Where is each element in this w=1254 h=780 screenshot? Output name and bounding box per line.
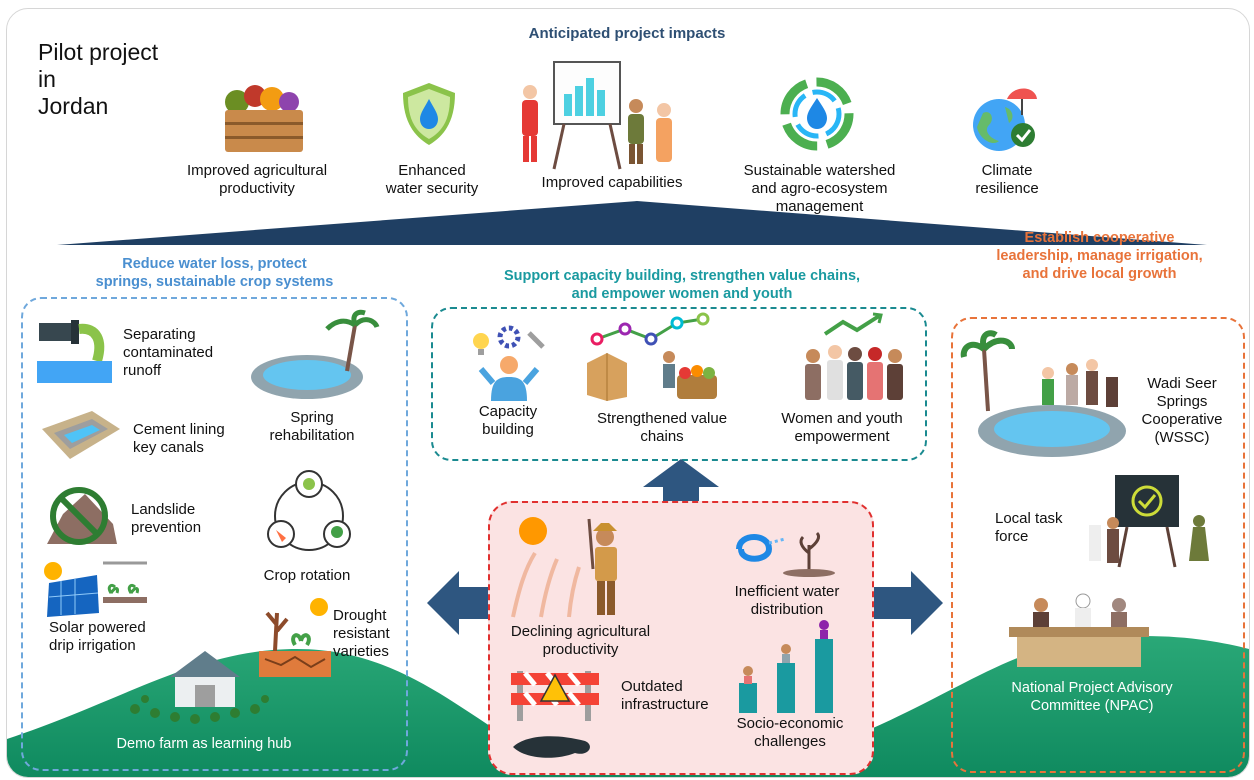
solar-panel-icon: [44, 561, 147, 617]
right-arrow: [873, 571, 943, 635]
spring-pond-icon: [251, 309, 380, 399]
capacity-person-icon: [473, 325, 545, 401]
presentation-board-icon: [522, 61, 672, 170]
globe-umbrella-icon: [973, 88, 1037, 151]
value-chain-icon: [587, 312, 717, 401]
drought-plant-icon: [259, 598, 331, 677]
hose-seedling-icon: [736, 531, 835, 577]
impact-label: Improved capabilities: [541, 174, 683, 191]
water-shield-icon: [403, 83, 455, 145]
farm-barn-icon: [130, 651, 269, 724]
roof-shape: [57, 201, 1207, 245]
bar-people-icon: [739, 620, 833, 713]
water-cycle-icon: [780, 77, 854, 151]
cooperative-people-icon: [960, 330, 1126, 457]
impacts-header: Anticipated project impacts: [528, 25, 726, 42]
road-barrier-icon: [511, 671, 599, 758]
right-section-box: [951, 317, 1245, 773]
vegetable-crate-icon: [225, 85, 303, 152]
drought-farmer-icon: [511, 517, 617, 618]
left-item-label: Demo farm as learning hub: [116, 736, 292, 752]
canal-icon: [42, 411, 120, 459]
crop-rotation-icon: [267, 470, 351, 551]
left-item-label: Crop rotation: [263, 567, 351, 584]
center-section-header: Support capacity building, strengthen va…: [503, 268, 861, 302]
left-section-box: [21, 297, 408, 771]
landslide-icon: [47, 487, 117, 545]
runoff-pipe-icon: [37, 320, 112, 383]
task-board-icon: [1089, 475, 1209, 568]
left-arrow: [427, 571, 497, 635]
committee-table-icon: [1009, 593, 1149, 667]
up-arrow: [643, 459, 719, 513]
group-people-icon: [805, 312, 903, 400]
center-section-box: [431, 307, 927, 461]
